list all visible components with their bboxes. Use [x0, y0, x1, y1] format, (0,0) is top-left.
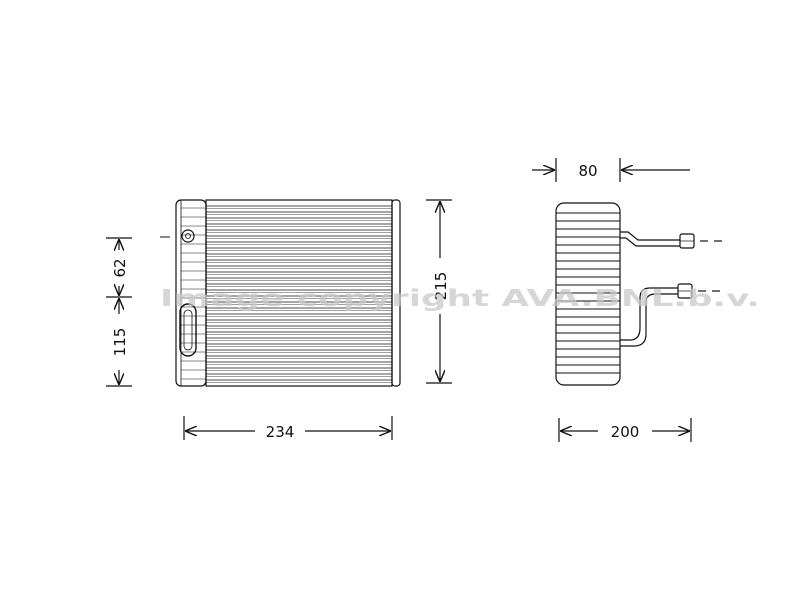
dim-depth-80: 80: [578, 162, 597, 180]
dim-height-215: 215: [432, 272, 450, 301]
dim-height-115: 115: [111, 328, 129, 357]
slot-opening: [179, 303, 197, 357]
side-body: [555, 202, 621, 386]
dim-height-62: 62: [111, 258, 129, 277]
dim-width-200: 200: [611, 423, 640, 441]
copyright-watermark: Image copyright AVA.BNL.b.v.: [160, 286, 760, 312]
heater-core-front-view: [160, 199, 401, 387]
upper-pipe: [620, 231, 722, 249]
lower-pipe: [620, 283, 720, 347]
dim-width-234: 234: [266, 423, 295, 441]
right-end-cap: [391, 199, 401, 387]
heater-core-side-view: [555, 202, 722, 386]
fluid-port-circle: [181, 229, 195, 243]
core-fins: [206, 205, 392, 383]
side-ribs: [556, 212, 620, 374]
